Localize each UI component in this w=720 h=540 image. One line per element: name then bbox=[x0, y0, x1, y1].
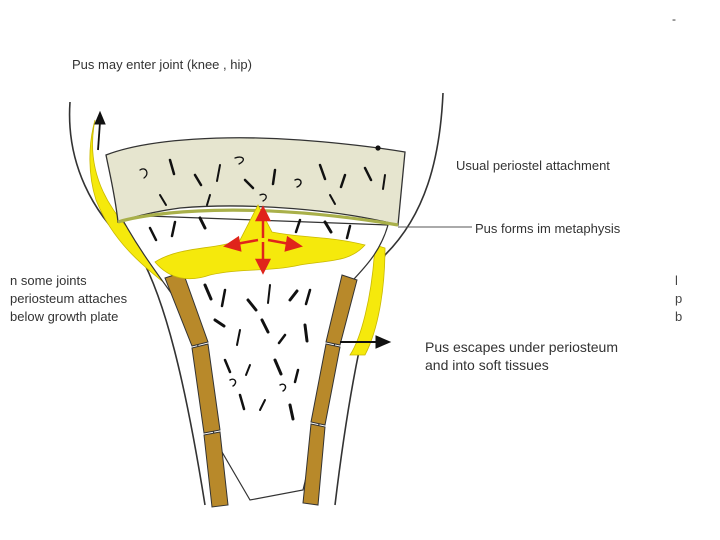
label-periosteal-attachment: Usual periostel attachment bbox=[456, 158, 610, 173]
marker-dot bbox=[375, 145, 381, 151]
arrow-up-to-joint bbox=[94, 110, 106, 151]
arrow-to-soft-tissue bbox=[340, 335, 392, 349]
label-escape-line2: and into soft tissues bbox=[425, 357, 549, 373]
label-metaphysis: Pus forms im metaphysis bbox=[475, 221, 621, 236]
edge-marks: l p b bbox=[675, 272, 682, 326]
growth-plate bbox=[117, 208, 399, 227]
label-joints-line3: below growth plate bbox=[10, 309, 119, 324]
right-pus-channel bbox=[349, 244, 386, 356]
red-spread-arrows bbox=[223, 205, 303, 275]
label-joints-line2: periosteum attaches bbox=[10, 291, 128, 306]
trabecular-texture bbox=[139, 156, 386, 421]
corner-mark: - bbox=[672, 12, 676, 26]
left-cortex bbox=[164, 271, 229, 508]
label-joint: Pus may enter joint (knee , hip) bbox=[72, 57, 252, 72]
edge-mark: b bbox=[675, 309, 683, 324]
right-cortex bbox=[302, 274, 358, 506]
label-escape-line1: Pus escapes under periosteum bbox=[425, 339, 618, 355]
label-joints-line1: n some joints bbox=[10, 273, 87, 288]
edge-mark: p bbox=[675, 291, 683, 306]
edge-mark: l bbox=[675, 273, 678, 288]
